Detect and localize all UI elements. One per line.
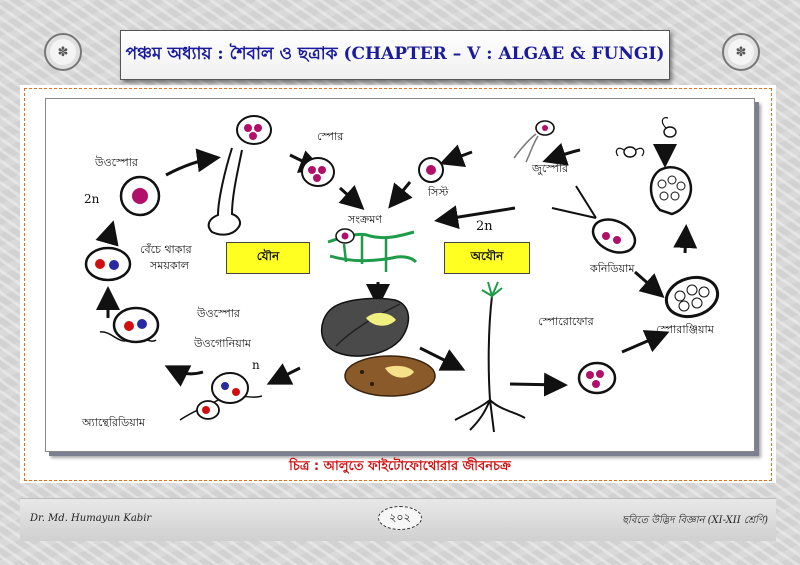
potato-leaf [321,297,410,357]
page-number: ২০২ [378,506,422,530]
label-2n-left: 2n [84,192,100,206]
antheridium-structure [179,372,263,421]
label-oogonium: উওগোনিয়াম [193,337,252,350]
sporophore [454,281,526,433]
label-n: n [252,358,260,372]
label-infection: সংক্রমণ [347,213,382,226]
seal-left-icon: ✽ [44,33,82,71]
label-survival-2: সময়কাল [149,259,190,272]
figure-caption: চিত্র : আলুতে ফাইটোফোথোরার জীবনচক্র [289,459,511,474]
dashed-frame [24,88,772,481]
label-sporangium: স্পোরাঞ্জিয়াম [656,323,715,336]
spore-cell [301,157,335,187]
label-survival-1: বেঁচে থাকার [140,242,193,256]
label-antheridium: অ্যান্থেরিডিয়াম [81,416,146,429]
potato-tuber [344,355,436,397]
zoosporangium [649,166,693,216]
conidium [551,185,637,254]
cyst-cell [418,157,444,183]
sexual-box: যৌন [226,242,310,274]
oogonium-structure [99,306,160,344]
footer-author: Dr. Md. Humayun Kabir [30,513,152,524]
resting-oospore [84,246,132,282]
label-spore: স্পোর [317,130,344,143]
chapter-title: পঞ্চম অধ্যায় : শৈবাল ও ছত্রাক (CHAPTER … [125,44,665,64]
label-oospore-top: উওস্পোর [94,156,139,169]
asexual-box: অযৌন [444,242,530,274]
label-zoospore: জুস্পোর [531,162,569,175]
label-oospore-mid: উওস্পোর [196,307,241,320]
zoospores [513,117,677,163]
seal-right-icon: ✽ [722,33,760,71]
sporangium-bottom [577,361,617,395]
oospore-top [119,175,161,217]
label-2n-right: 2n [476,219,493,234]
infection-hyphae [327,228,418,272]
label-conidium: কনিডিয়াম [589,262,635,275]
germinating-oospore [207,115,272,236]
chapter-header: পঞ্চম অধ্যায় : শৈবাল ও ছত্রাক (CHAPTER … [120,30,670,80]
label-cyst: সিস্ট [427,186,449,199]
label-sporophore: স্পোরোফোর [538,315,595,328]
footer-book-title: ছবিতে উদ্ভিদ বিজ্ঞান (XI-XII শ্রেণি) [621,515,768,526]
sporangium [664,275,720,319]
